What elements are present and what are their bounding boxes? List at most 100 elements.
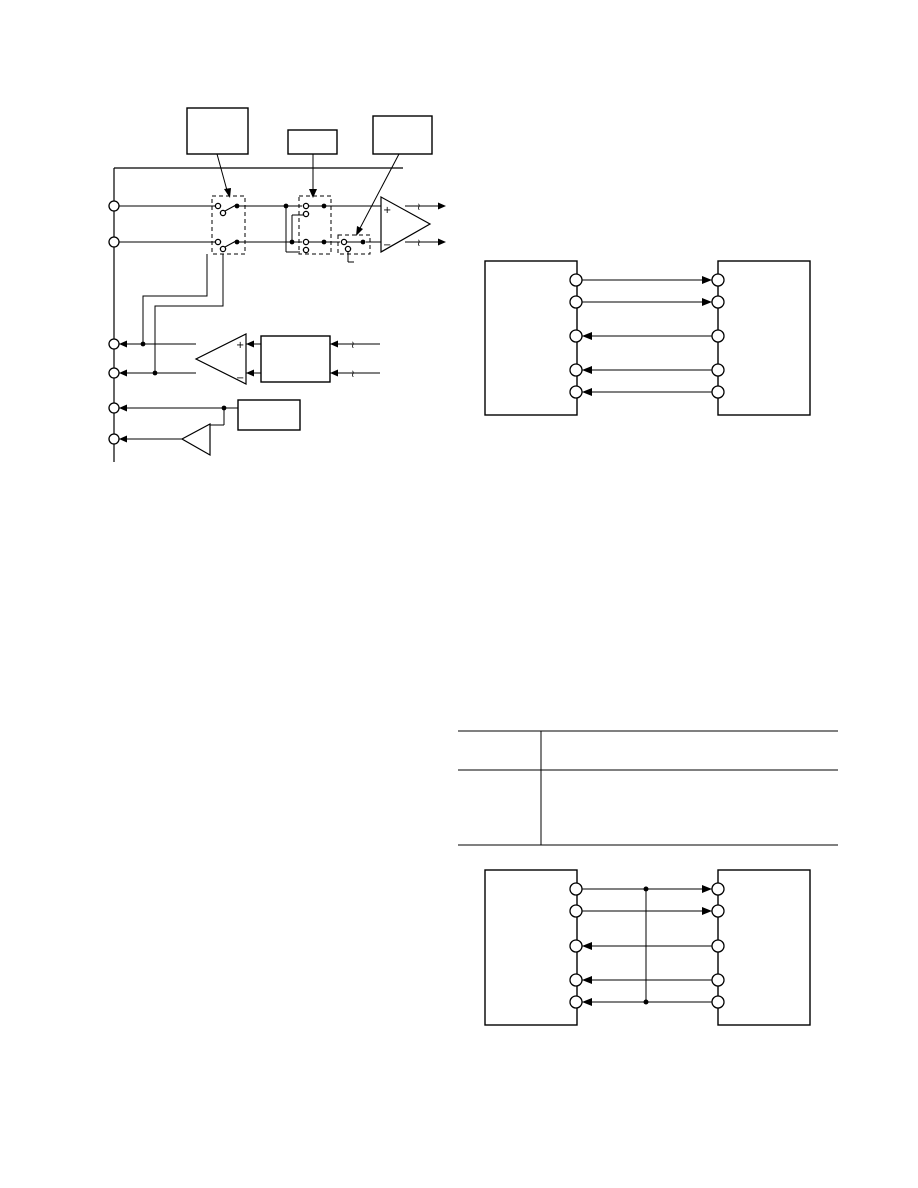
wire2-1-arrow [702, 885, 712, 893]
switch3-contact-b [344, 245, 352, 253]
device-a2-pin-4 [569, 973, 583, 987]
wire2-2-arrow [702, 907, 712, 915]
device-b-box-1 [717, 260, 811, 416]
spec-table [458, 730, 838, 846]
circuit-label-box-2 [287, 129, 338, 155]
switch1-contact-d [219, 245, 227, 253]
pointer-line-1 [216, 153, 229, 195]
in-arrow-4 [246, 369, 254, 377]
device-a-box-2 [484, 869, 578, 1026]
pointer-line-3 [357, 153, 400, 233]
switch1-lever-bottom [224, 240, 237, 248]
device-a-pin-2 [569, 295, 583, 309]
in-arrow-7 [119, 404, 127, 412]
switch1-contact-c [214, 238, 222, 246]
switch-block-2 [298, 195, 332, 255]
device-a2-pin-2 [569, 904, 583, 918]
wire-2-arrow [702, 298, 712, 306]
amp2-plus: + [236, 340, 244, 351]
switch-block-3 [337, 234, 371, 255]
device-b-pin-2 [711, 295, 725, 309]
output-arrow-2 [438, 238, 446, 246]
device-b-pin-3 [711, 329, 725, 343]
junction-4 [152, 370, 158, 376]
switch2-contact-c [302, 238, 310, 246]
junction-3 [140, 341, 146, 347]
break-mark-3: ≀ [351, 340, 355, 351]
switch3-pivot [360, 239, 366, 245]
buffer-amplifier [180, 422, 211, 457]
device-b-box-2 [717, 869, 811, 1026]
status-block [237, 399, 301, 431]
terminal-6 [108, 433, 120, 445]
in-arrow-5 [330, 340, 338, 348]
switch-block-1 [211, 195, 246, 255]
break-mark-1: ≀ [417, 202, 421, 213]
loopback-junction-top [643, 886, 649, 892]
terminal-2 [108, 236, 120, 248]
switch3-contact-a [340, 238, 348, 246]
switch2-contact-b [302, 210, 310, 218]
device-a2-pin-1 [569, 882, 583, 896]
terminal-4 [108, 367, 120, 379]
device-b-pin-4 [711, 363, 725, 377]
device-b2-pin-1 [711, 882, 725, 896]
circuit-label-box-1 [186, 107, 249, 155]
pointer-arrowhead-2 [309, 189, 317, 198]
output-arrow-1 [438, 202, 446, 210]
circuit-schematic: + − ≀ ≀ + − ≀ ≀ [108, 107, 446, 462]
device-b2-pin-3 [711, 939, 725, 953]
amplifier-1 [380, 195, 432, 254]
wire-1-arrow [702, 276, 712, 284]
device-a2-pin-5 [569, 995, 583, 1009]
device-b-pin-1 [711, 273, 725, 287]
connection-diagram-2 [484, 869, 811, 1026]
break-mark-4: ≀ [351, 369, 355, 380]
device-a-pin-1 [569, 273, 583, 287]
amp1-plus: + [383, 205, 391, 216]
switch2-pivot-bottom [321, 239, 327, 245]
switch2-pivot-top [321, 203, 327, 209]
switch2-contact-d [302, 246, 310, 254]
wire-3-arrow [582, 332, 592, 340]
loopback-junction-bottom [643, 999, 649, 1005]
switch2-contact-a [302, 202, 310, 210]
wire2-4-arrow [582, 976, 592, 984]
in-arrow-6 [330, 369, 338, 377]
terminal-1 [108, 200, 120, 212]
switch1-lever-top [224, 204, 237, 212]
device-a2-pin-3 [569, 939, 583, 953]
switch1-contact-b [219, 209, 227, 217]
wire2-3-arrow [582, 942, 592, 950]
switch1-contact-a [214, 202, 222, 210]
in-arrow-2 [119, 369, 127, 377]
device-b2-pin-5 [711, 995, 725, 1009]
device-a-pin-3 [569, 329, 583, 343]
device-a-pin-5 [569, 385, 583, 399]
feedback-wire-1 [142, 254, 208, 344]
wire-4-arrow [582, 366, 592, 374]
in-arrow-1 [119, 340, 127, 348]
in-arrow-3 [246, 340, 254, 348]
circuit-label-box-3 [372, 115, 433, 155]
in-arrow-8 [119, 435, 127, 443]
amplifier-2 [194, 333, 247, 385]
terminal-3 [108, 338, 120, 350]
wire2-5-arrow [582, 998, 592, 1006]
terminal-5 [108, 402, 120, 414]
break-mark-2: ≀ [417, 238, 421, 249]
amp1-minus: − [383, 240, 391, 251]
amp2-minus: − [236, 373, 244, 384]
pointer-arrowhead-3 [356, 226, 363, 236]
feedback-wire-2 [154, 254, 224, 373]
device-b2-pin-4 [711, 973, 725, 987]
device-b2-pin-2 [711, 904, 725, 918]
device-a-pin-4 [569, 363, 583, 377]
connection-diagram-1 [484, 260, 811, 416]
device-a-box-1 [484, 260, 578, 416]
device-b-pin-5 [711, 385, 725, 399]
switch1-pivot-top [234, 203, 240, 209]
driver-block [260, 335, 331, 383]
wire-5-arrow [582, 388, 592, 396]
